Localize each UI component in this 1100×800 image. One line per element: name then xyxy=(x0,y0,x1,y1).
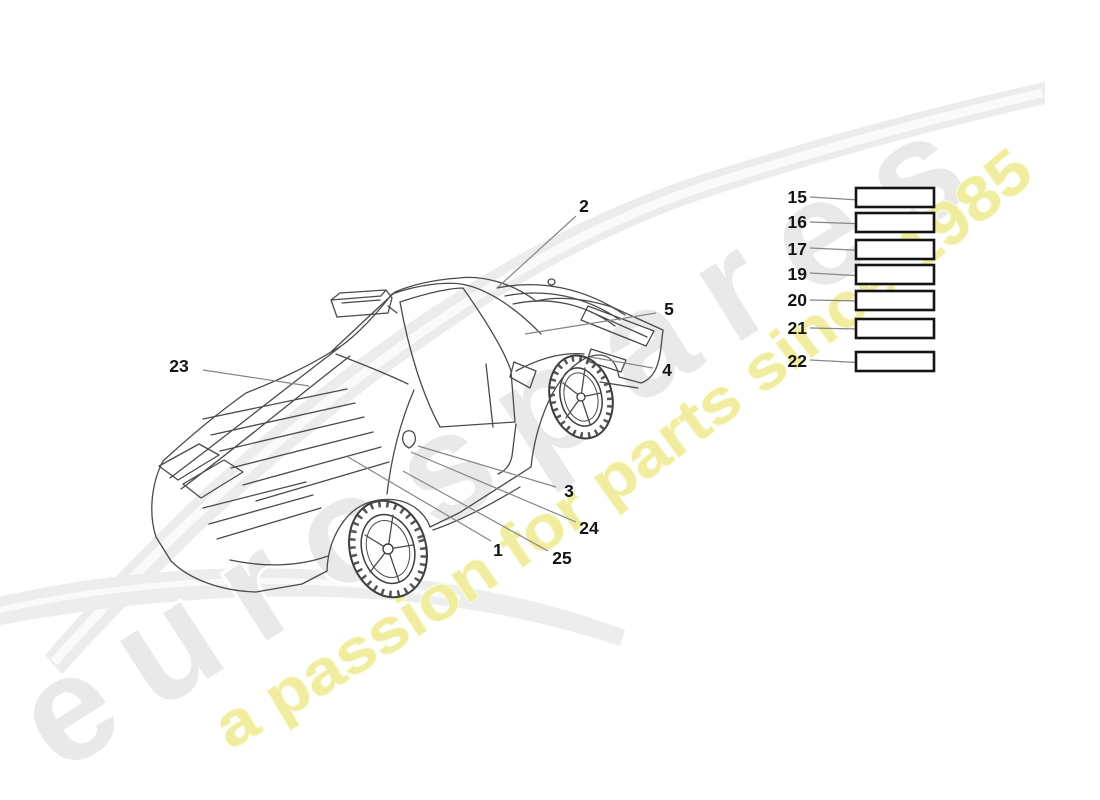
plate-row-16: 16 xyxy=(788,211,936,234)
car-door-details xyxy=(386,389,521,531)
plate-box-17[interactable] xyxy=(854,238,936,261)
plate-label-22[interactable]: 22 xyxy=(788,351,808,371)
plate-box-19[interactable] xyxy=(854,263,936,286)
callout-4[interactable]: 4 xyxy=(662,360,672,380)
callout-leader-25 xyxy=(402,470,549,552)
plate-leader-20 xyxy=(809,299,863,302)
plate-label-19[interactable]: 19 xyxy=(788,264,808,284)
callout-1[interactable]: 1 xyxy=(493,540,503,560)
car-line-art xyxy=(151,276,664,599)
car-rear-details xyxy=(496,278,655,389)
plate-box-15[interactable] xyxy=(854,186,936,209)
plate-row-15: 15 xyxy=(788,186,936,209)
plate-box-16[interactable] xyxy=(854,211,936,234)
car-hood-details xyxy=(169,346,390,502)
watermark-swoosh-main-highlight xyxy=(50,88,1044,665)
plate-box-22[interactable] xyxy=(854,350,936,373)
car-front-wheel xyxy=(348,499,428,599)
rear-rim-ring xyxy=(563,372,599,422)
car-callouts: 2 5 4 23 3 24 1 25 xyxy=(169,196,674,568)
plate-row-20: 20 xyxy=(788,289,936,312)
plate-label-17[interactable]: 17 xyxy=(788,239,807,259)
plate-box-20[interactable] xyxy=(854,289,936,312)
plate-label-16[interactable]: 16 xyxy=(788,212,808,232)
rear-spokes xyxy=(562,367,602,425)
callout-leader-23 xyxy=(202,369,310,387)
callout-leader-5 xyxy=(524,312,657,335)
car-greenhouse xyxy=(330,282,542,428)
plate-row-21: 21 xyxy=(788,317,936,340)
callout-2[interactable]: 2 xyxy=(579,196,589,216)
car-rear-wheel xyxy=(548,354,614,440)
callout-leader-24 xyxy=(410,451,577,523)
plate-label-21[interactable]: 21 xyxy=(788,318,808,338)
callout-25[interactable]: 25 xyxy=(552,548,572,568)
plate-column: 15 16 17 19 20 21 xyxy=(788,186,936,373)
plate-row-22: 22 xyxy=(788,350,936,373)
plate-leader-21 xyxy=(809,327,859,330)
front-rim-ring xyxy=(365,520,411,578)
front-tire-tread xyxy=(349,501,427,597)
callout-leader-4 xyxy=(589,356,654,369)
car-side-mirror xyxy=(330,289,398,318)
front-hub xyxy=(382,543,394,555)
callout-24[interactable]: 24 xyxy=(579,518,599,538)
plate-label-20[interactable]: 20 xyxy=(788,290,808,310)
plate-row-17: 17 xyxy=(788,238,936,261)
callout-5[interactable]: 5 xyxy=(664,299,674,319)
car-front-fascia xyxy=(158,443,329,566)
callout-leader-3 xyxy=(417,445,557,488)
callout-3[interactable]: 3 xyxy=(564,481,574,501)
plate-row-19: 19 xyxy=(788,263,936,286)
brand-watermark-textpath: eurospares xyxy=(0,79,996,800)
brand-watermark-text: eurospares xyxy=(0,82,989,800)
rear-tire-tread xyxy=(549,356,613,438)
front-spokes xyxy=(364,514,414,582)
rear-hub xyxy=(576,392,586,402)
callout-23[interactable]: 23 xyxy=(169,356,189,376)
callout-leader-1 xyxy=(347,456,492,542)
callout-leader-2 xyxy=(496,215,577,289)
plate-box-21[interactable] xyxy=(854,317,936,340)
plate-label-15[interactable]: 15 xyxy=(788,187,808,207)
